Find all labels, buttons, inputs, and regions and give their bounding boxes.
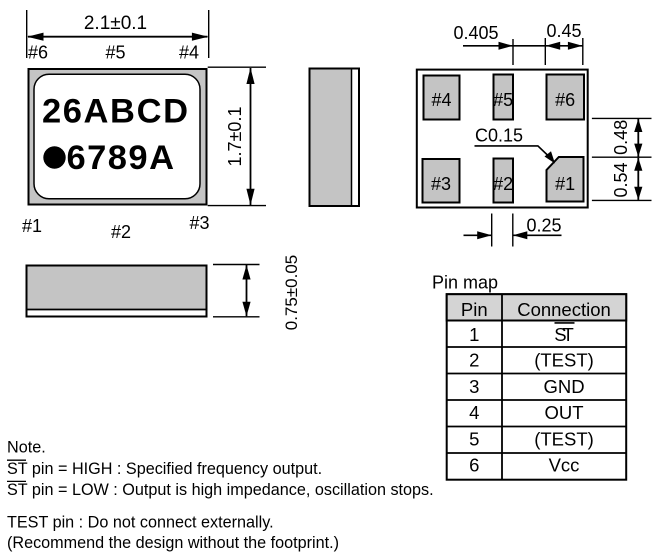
svg-text:0.45: 0.45 [546,21,581,41]
svg-text:OUT: OUT [544,402,583,423]
svg-text:C0.15: C0.15 [475,126,523,146]
svg-text:(TEST): (TEST) [534,350,594,371]
svg-text:0.405: 0.405 [453,23,498,43]
svg-text:0.25: 0.25 [526,216,561,236]
svg-text:6: 6 [469,455,479,476]
svg-text:#1: #1 [22,216,42,236]
svg-text:(TEST): (TEST) [534,429,594,450]
svg-text:Pin map: Pin map [432,272,498,292]
svg-text:Pin: Pin [461,299,488,320]
svg-text:0.48: 0.48 [611,120,631,155]
svg-text:#4: #4 [179,43,199,63]
svg-text:Vcc: Vcc [549,455,580,476]
svg-text:2: 2 [469,350,479,371]
svg-text:#1: #1 [555,174,575,194]
svg-text:5: 5 [469,429,479,450]
svg-text:ST pin = LOW : Output is high: ST pin = LOW : Output is high impedance,… [7,481,434,499]
svg-text:GND: GND [543,376,584,397]
svg-text:1.7±0.1: 1.7±0.1 [225,107,245,167]
svg-text:(Recommend the design without: (Recommend the design without the footpr… [7,534,339,552]
svg-text:4: 4 [469,402,479,423]
svg-text:Note.: Note. [7,439,46,457]
svg-text:Connection: Connection [517,299,611,320]
svg-text:TEST pin : Do not connect exte: TEST pin : Do not connect externally. [7,514,274,532]
svg-text:ST: ST [554,324,574,345]
svg-text:#3: #3 [431,174,451,194]
svg-text:#3: #3 [190,213,210,233]
svg-text:#6: #6 [28,43,48,63]
svg-text:#2: #2 [493,174,513,194]
svg-text:6789A: 6789A [67,139,175,177]
svg-text:#2: #2 [111,222,131,242]
svg-text:3: 3 [469,376,479,397]
svg-text:26ABCD: 26ABCD [42,93,188,131]
svg-text:0.54: 0.54 [611,162,631,197]
svg-text:#6: #6 [555,90,575,110]
svg-text:#4: #4 [431,90,451,110]
svg-text:#5: #5 [105,43,125,63]
svg-text:#5: #5 [493,90,513,110]
svg-text:2.1±0.1: 2.1±0.1 [84,13,147,34]
svg-text:1: 1 [469,324,479,345]
svg-text:ST pin = HIGH : Specified freq: ST pin = HIGH : Specified frequency outp… [7,460,322,478]
svg-text:0.75±0.05: 0.75±0.05 [282,255,301,331]
